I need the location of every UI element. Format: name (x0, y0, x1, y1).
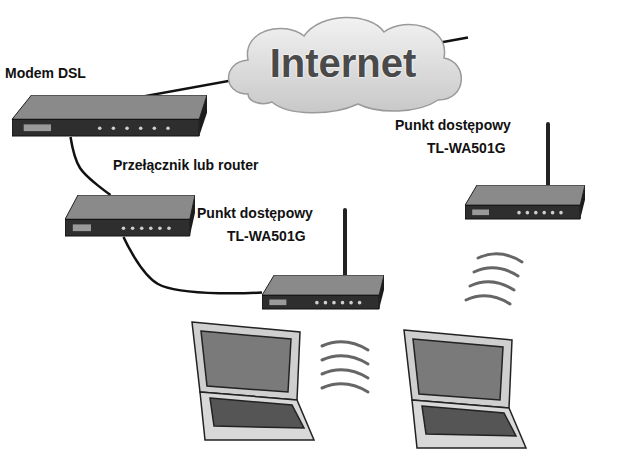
radio-wave (322, 384, 368, 392)
cloud-label: Internet (270, 41, 417, 86)
laptop-base (412, 400, 526, 448)
label-anchor: Punkt dostępowy (395, 116, 511, 134)
device-body (65, 195, 195, 237)
status-led (131, 226, 135, 230)
status-led (125, 126, 129, 130)
laptop-lid (192, 322, 300, 400)
device-side (580, 185, 585, 219)
status-led (559, 211, 563, 215)
device-logo (73, 224, 91, 231)
status-led (112, 126, 116, 130)
network-cable (124, 237, 263, 293)
device-label: Punkt dostępowy (197, 205, 313, 221)
device-body (465, 185, 585, 220)
status-led (526, 211, 530, 215)
label-anchor: Przełącznik lub router (113, 156, 258, 174)
laptop-base (200, 392, 314, 440)
status-led (542, 211, 546, 215)
device-label: Modem DSL (5, 65, 86, 81)
status-led (324, 301, 328, 305)
radio-wave (470, 282, 514, 290)
status-led (534, 211, 538, 215)
status-led (153, 126, 157, 130)
access-point: Punkt dostępowyTL-WA501G (465, 185, 585, 220)
antenna (343, 210, 347, 282)
status-led (517, 211, 521, 215)
laptop-screen (201, 331, 291, 392)
device-side (199, 95, 207, 136)
laptop (404, 330, 526, 448)
radio-wave (322, 370, 368, 378)
device-front (65, 219, 190, 236)
network-cable (71, 137, 111, 195)
status-led (341, 301, 345, 305)
device-body (12, 95, 207, 137)
switch-router: Przełącznik lub router (65, 195, 195, 237)
device-label: Punkt dostępowy (395, 117, 511, 133)
device-top (262, 275, 384, 295)
device-front (262, 295, 379, 309)
status-led (315, 301, 319, 305)
radio-wave (322, 342, 368, 350)
device-logo (472, 210, 489, 216)
laptop (192, 322, 314, 440)
radio-wave (466, 296, 510, 304)
device-front (12, 119, 199, 136)
device-label: Przełącznik lub router (113, 157, 258, 173)
antenna (546, 124, 550, 192)
status-led (358, 301, 362, 305)
status-led (166, 126, 170, 130)
cloud-outline (229, 17, 462, 112)
device-side (379, 275, 384, 309)
status-led (167, 226, 171, 230)
device-logo (269, 300, 286, 306)
laptop-keyboard (210, 398, 304, 428)
label-anchor: Modem DSL (5, 64, 86, 82)
label-anchor: Punkt dostępowy (197, 204, 313, 222)
device-top (465, 185, 585, 205)
access-point: Punkt dostępowyTL-WA501G (262, 275, 384, 310)
label-anchor: TL-WA501G (427, 139, 506, 157)
device-body (262, 275, 384, 310)
dsl-modem: Modem DSL (12, 95, 207, 137)
status-led (140, 226, 144, 230)
status-led (349, 301, 353, 305)
status-led (98, 126, 102, 130)
laptop-lid (404, 330, 512, 408)
radio-wave (478, 254, 522, 262)
status-led (149, 226, 153, 230)
radio-wave (474, 268, 518, 276)
status-led (332, 301, 336, 305)
status-led (551, 211, 555, 215)
device-logo (24, 124, 51, 131)
internet-cloud: Internet (218, 12, 468, 114)
device-top (65, 195, 195, 219)
device-top (12, 95, 207, 119)
label-anchor: TL-WA501G (227, 227, 306, 245)
device-label: TL-WA501G (227, 228, 306, 244)
radio-wave (322, 356, 368, 364)
status-led (139, 126, 143, 130)
device-side (190, 195, 195, 236)
device-label: TL-WA501G (427, 140, 506, 156)
laptop-screen (413, 339, 503, 400)
status-led (158, 226, 162, 230)
laptop-keyboard (422, 406, 516, 436)
status-led (122, 226, 126, 230)
device-front (465, 205, 580, 219)
